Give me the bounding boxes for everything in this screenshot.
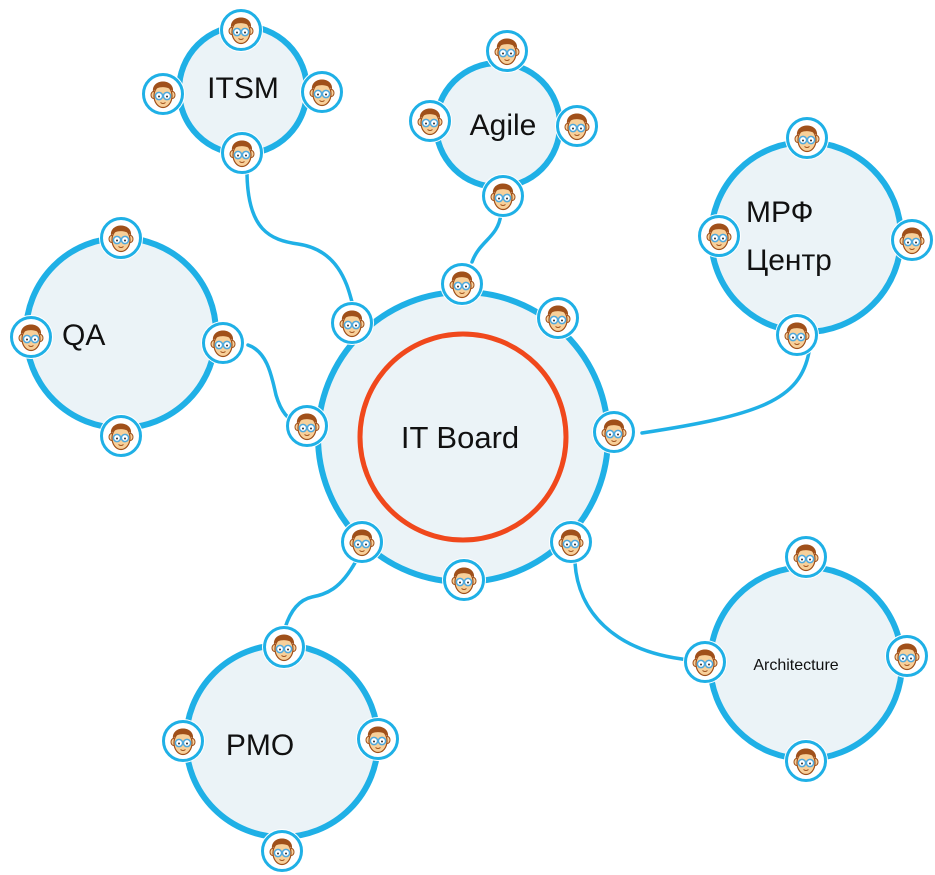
- member-icon-agile-1: [485, 29, 529, 73]
- member-icon-qa-2: [9, 315, 53, 359]
- member-icon-qa-1: [99, 216, 143, 260]
- qa-label: QA: [62, 319, 105, 352]
- node-pmo: PMO: [183, 642, 381, 840]
- member-icon-it-board-8: [442, 558, 486, 602]
- it-board-inner-ring: [357, 331, 569, 543]
- member-icon-mrf-2: [697, 214, 741, 258]
- node-qa: QA: [23, 235, 219, 431]
- member-icon-architecture-4: [784, 739, 828, 783]
- member-icon-itsm-1: [219, 8, 263, 52]
- architecture-label: Architecture: [753, 657, 838, 674]
- member-icon-it-board-6: [340, 520, 384, 564]
- member-icon-agile-3: [555, 104, 599, 148]
- member-icon-agile-4: [481, 174, 525, 218]
- member-icon-mrf-1: [785, 116, 829, 160]
- member-icon-itsm-4: [220, 131, 264, 175]
- member-icon-architecture-3: [885, 634, 929, 678]
- member-icon-qa-4: [99, 414, 143, 458]
- member-icon-pmo-1: [262, 625, 306, 669]
- member-icon-qa-3: [201, 321, 245, 365]
- itsm-label: ITSM: [207, 72, 279, 105]
- node-architecture: Architecture: [707, 564, 905, 762]
- member-icon-architecture-1: [784, 535, 828, 579]
- connector-architecture-to-center: [573, 561, 692, 662]
- connector-pmo-to-center: [283, 559, 358, 630]
- member-icon-itsm-3: [300, 70, 344, 114]
- pmo-label: PMO: [226, 729, 294, 762]
- member-icon-mrf-4: [775, 313, 819, 357]
- member-icon-pmo-2: [161, 719, 205, 763]
- connector-itsm-to-center: [245, 172, 354, 304]
- node-agile: Agile: [433, 60, 563, 190]
- member-icon-it-board-3: [330, 301, 374, 345]
- member-icon-agile-2: [408, 99, 452, 143]
- member-icon-pmo-3: [356, 717, 400, 761]
- member-icon-architecture-2: [683, 640, 727, 684]
- connector-mrf-to-center: [640, 350, 811, 435]
- node-it-board: IT Board: [315, 289, 611, 585]
- member-icon-mrf-3: [890, 218, 934, 262]
- connector-agile-to-center: [470, 212, 503, 264]
- member-icon-it-board-5: [285, 404, 329, 448]
- member-icon-it-board-1: [440, 262, 484, 306]
- agile-label: Agile: [470, 109, 537, 142]
- member-icon-it-board-7: [549, 520, 593, 564]
- member-icon-itsm-2: [141, 72, 185, 116]
- member-icon-it-board-4: [592, 410, 636, 454]
- member-icon-it-board-2: [536, 296, 580, 340]
- member-icon-pmo-4: [260, 829, 304, 873]
- it-board-label: IT Board: [401, 420, 519, 455]
- qa-ring: [23, 235, 219, 431]
